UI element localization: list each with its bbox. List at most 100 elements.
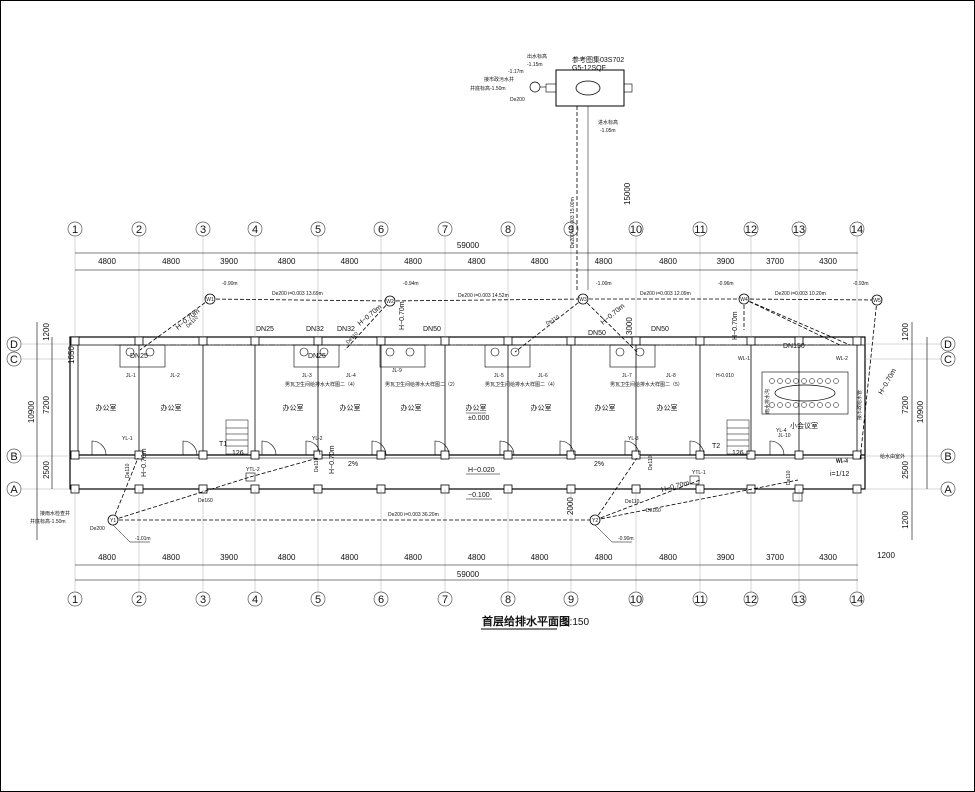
dim-bottom: 3900 (717, 553, 735, 562)
dim-top: 3900 (220, 257, 238, 266)
ytl-2: YTL-2 (246, 467, 260, 473)
top-elev-1: -0.90m (222, 281, 238, 287)
stair-t2-label: T2 (712, 443, 720, 450)
septic-in-value: -1.05m (600, 128, 616, 134)
dim-bottom: 4800 (404, 553, 422, 562)
axis-label-right: A (944, 484, 952, 496)
axis-label-bottom: 1 (72, 594, 78, 606)
axis-label-bottom: 4 (252, 594, 258, 606)
axis-label-right: C (944, 354, 952, 366)
left-dim-10900: 10900 (27, 400, 36, 423)
dn-7: DN150 (783, 343, 805, 350)
axis-label-top: 1 (72, 224, 78, 236)
axis-label-bottom: 13 (793, 594, 805, 606)
ytl-1: YTL-1 (692, 470, 706, 476)
dim-bottom: 4800 (531, 553, 549, 562)
bottom-left-note-c: De200 (90, 526, 105, 532)
dn-3: DN32 (337, 326, 355, 333)
note-2: 男瓦卫生间给排水大样图二（2） (385, 381, 458, 388)
dim-top: 4300 (819, 257, 837, 266)
bottom-elev-2: -0.90m (618, 536, 634, 542)
room-label: 办公室 (466, 403, 487, 412)
dim-top: 4800 (468, 257, 486, 266)
top-pipe-1: De200 i=0.003 13.69m (272, 291, 323, 297)
room-labels: 办公室办公室办公室办公室办公室办公室办公室办公室办公室 (96, 403, 678, 412)
axis-label-left: A (10, 484, 18, 496)
riser-1: JL-1 (126, 373, 136, 379)
riser-6: JL-6 (538, 373, 548, 379)
slope-1: 2% (348, 461, 358, 468)
elev-main: ±0.000 (468, 415, 489, 422)
right-dim-10900: 10900 (916, 400, 925, 423)
wl-2: WL-2 (836, 356, 848, 362)
total-width-top: 59000 (457, 241, 480, 250)
vdim-2000: 2000 (566, 497, 575, 515)
side-note-1: 给水由室外 (880, 453, 905, 460)
storm-line-bottom (112, 457, 799, 521)
axis-label-bottom: 14 (851, 594, 863, 606)
axis-label-bottom: 9 (568, 594, 574, 606)
axis-label-right: D (944, 339, 952, 351)
septic-pipe: De200 (510, 97, 525, 103)
axis-label-left: D (10, 339, 18, 351)
dim-top: 4800 (341, 257, 359, 266)
branch-7: De110 (625, 499, 640, 505)
downpipe-4: YL-4 (776, 428, 787, 434)
right-dim-1200b: 1200 (901, 511, 910, 529)
h-label-2: H−0.70m (357, 304, 384, 328)
top-pipe-3: De200 i=0.003 12.09m (640, 291, 691, 297)
dim-top: 4800 (404, 257, 422, 266)
dn-9: DN25 (308, 353, 326, 360)
axis-label-bottom: 12 (745, 594, 757, 606)
dim-top: 4800 (595, 257, 613, 266)
room-label: 办公室 (340, 403, 361, 412)
h-label-8: H−0.70m (329, 445, 336, 474)
downpipe-3: YL-3 (628, 436, 639, 442)
axis-label-bottom: 6 (378, 594, 384, 606)
dim-bottom: 4800 (278, 553, 296, 562)
top-elev-3: -1.00m (596, 281, 612, 287)
h-label-6: H−0.70m (878, 368, 898, 396)
axis-label-top: 5 (315, 224, 321, 236)
sewer-line-top (139, 298, 878, 461)
septic-drop: -1.17m (508, 69, 524, 75)
axis-label-right: B (944, 451, 951, 463)
axis-label-top: 11 (694, 224, 705, 236)
elev-outside: −0.100 (468, 492, 490, 499)
grade: i=1/12 (830, 471, 849, 478)
well-id: W4 (740, 297, 748, 303)
axis-label-bottom: 7 (442, 594, 448, 606)
riser-9: JL-9 (392, 368, 402, 374)
axis-label-top: 9 (568, 224, 574, 236)
inspection-well (384, 295, 396, 307)
h-label-5: H−0.70m (732, 311, 739, 340)
vertical-pipe-spec: De200 i=0.003 15.00m (570, 197, 576, 248)
axis-label-bottom: 10 (630, 594, 642, 606)
note-4: 男瓦卫生间给排水大样图二（5） (610, 381, 683, 388)
dim-top: 3700 (766, 257, 784, 266)
note-1: 男瓦卫生间给排水大样图二（4） (285, 381, 358, 388)
right-dim-1200a: 1200 (901, 323, 910, 341)
room-label: 办公室 (657, 403, 678, 412)
stair-t2 (726, 419, 750, 455)
well-id: W1 (206, 297, 214, 303)
total-width-bottom: 59000 (457, 570, 480, 579)
riser-5: JL-5 (494, 373, 504, 379)
downpipe-1: YL-1 (122, 436, 133, 442)
inspection-well (204, 293, 216, 305)
side-note-3: 接市政给水管 (856, 390, 863, 420)
septic-model: G5-12SQF (572, 65, 606, 72)
bottom-extra-dim: 1200 (877, 551, 895, 560)
room-label: 办公室 (531, 403, 552, 412)
downpipe-2: YL-2 (312, 436, 323, 442)
vertical-pipe-length: 15000 (623, 182, 632, 205)
room-label: 办公室 (161, 403, 182, 412)
riser-2: JL-2 (170, 373, 180, 379)
side-note-2: 雨水排水沟 (764, 389, 771, 414)
